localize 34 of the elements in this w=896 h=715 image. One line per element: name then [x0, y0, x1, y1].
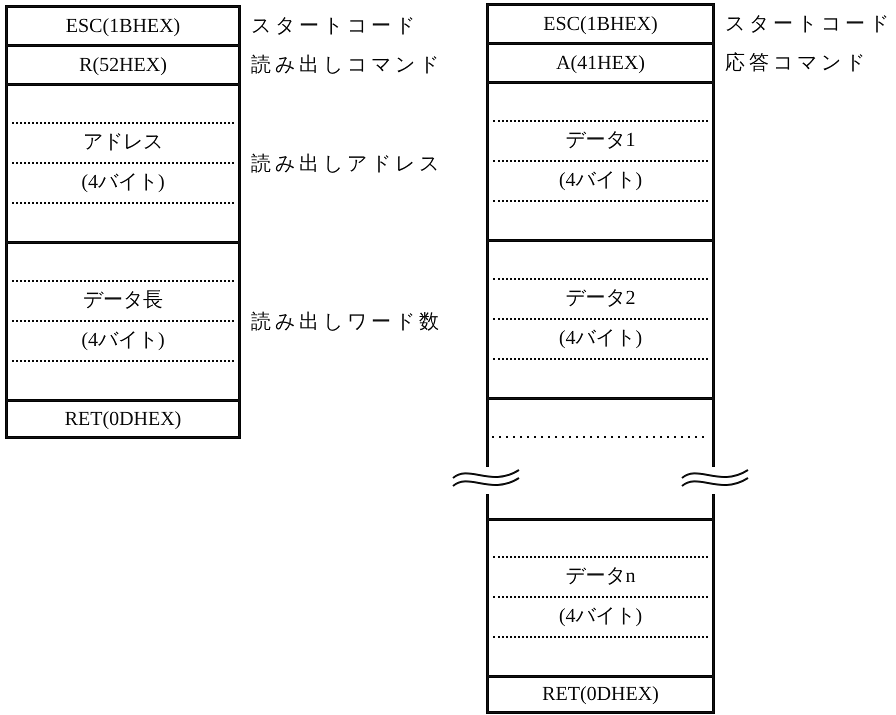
field-box — [486, 239, 715, 400]
field-box — [5, 241, 241, 402]
field-description: スタートコード — [251, 14, 419, 38]
field-label: R(52HEX) — [79, 54, 167, 76]
field-box — [486, 518, 715, 678]
field-box — [5, 399, 241, 439]
field-size: (4バイト) — [81, 171, 165, 193]
field-name: データ長 — [83, 289, 163, 311]
field-size: (4バイト) — [558, 327, 642, 349]
field-box — [5, 5, 241, 47]
field-box — [486, 3, 715, 45]
field-box — [486, 675, 715, 714]
field-label: RET(0DHEX) — [64, 408, 182, 430]
field-box — [486, 42, 715, 84]
field-box — [486, 81, 715, 242]
field-description: 読み出しアドレス — [251, 152, 443, 176]
field-description: 応答コマンド — [725, 51, 869, 75]
field-label: ESC(1BHEX) — [543, 12, 658, 36]
field-name: データ2 — [566, 287, 636, 309]
field-name: データ1 — [566, 129, 636, 151]
field-description: スタートコード — [725, 12, 893, 36]
field-label: ESC(1BHEX) — [66, 14, 180, 38]
field-label: A(41HEX) — [556, 52, 645, 74]
field-box — [5, 44, 241, 86]
field-description: 読み出しコマンド — [251, 53, 443, 77]
field-name: アドレス — [83, 131, 163, 153]
field-box — [5, 83, 241, 244]
field-name: データn — [566, 565, 636, 587]
field-size: (4バイト) — [558, 605, 642, 627]
field-size: (4バイト) — [81, 329, 165, 351]
field-description: 読み出しワード数 — [251, 310, 443, 334]
field-label: RET(0DHEX) — [542, 683, 659, 706]
broken-field-box — [486, 397, 715, 521]
field-size: (4バイト) — [558, 169, 642, 191]
